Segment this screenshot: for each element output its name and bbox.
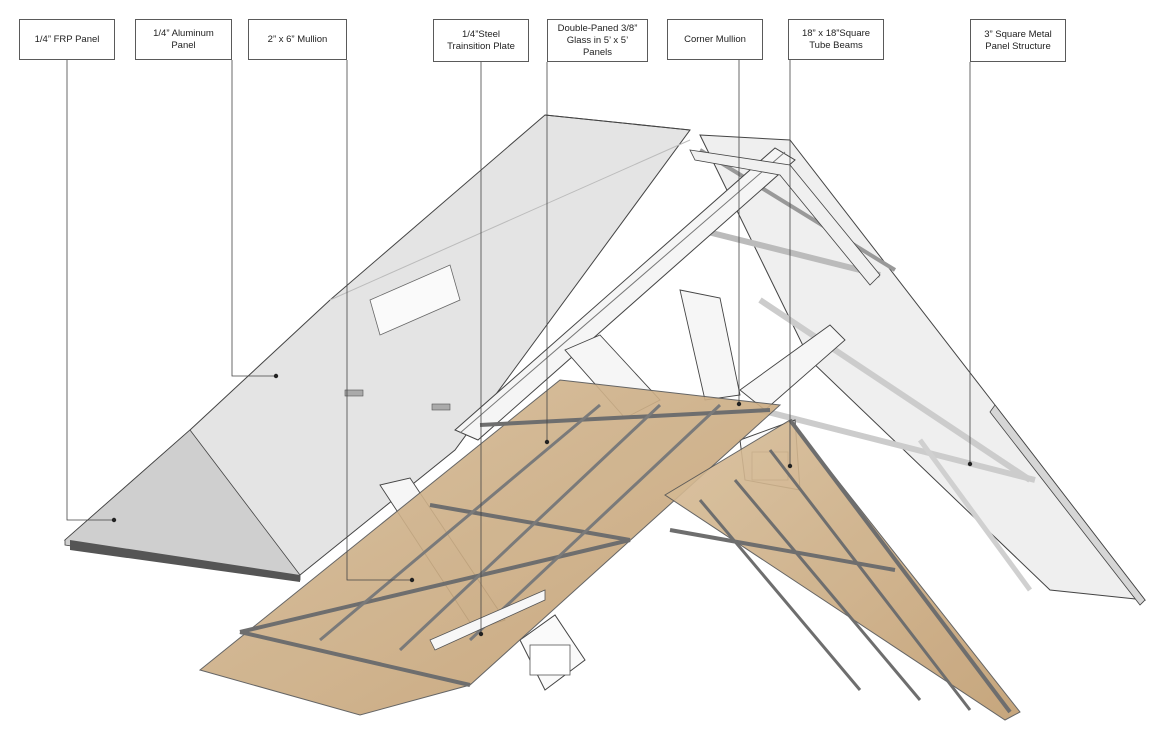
callout-aluminum-panel: 1/4” Aluminum Panel xyxy=(135,19,232,60)
callout-transition-plate-line2: Trainsition Plate xyxy=(447,40,515,52)
corner-mullion xyxy=(454,147,881,441)
callout-tube-beams-line1: 18” x 18”Square xyxy=(801,27,871,39)
callout-tube-beams-line2: Tube Beams xyxy=(809,39,863,51)
callout-glass-panels-line1: Double-Paned 3/8” xyxy=(557,22,638,34)
callout-mullion-text: 2” x 6” Mullion xyxy=(267,33,328,45)
callout-aluminum-panel-text: 1/4” Aluminum Panel xyxy=(153,27,214,51)
callout-corner-mullion: Corner Mullion xyxy=(667,19,763,60)
frp-aluminum-panels xyxy=(63,114,691,582)
callout-frp-panel-text: 1/4” FRP Panel xyxy=(34,33,100,45)
callout-metal-panel-structure: 3” Square Metal Panel Structure xyxy=(970,19,1066,62)
callout-metal-panel-structure-line2: Panel Structure xyxy=(985,40,1051,52)
callout-glass-panels-line2: Glass in 5’ x 5’ Panels xyxy=(566,34,629,58)
callout-leaders xyxy=(66,60,971,634)
callout-tube-beams: 18” x 18”Square Tube Beams xyxy=(788,19,884,60)
glass-panels-left xyxy=(198,379,782,716)
callout-corner-mullion-text: Corner Mullion xyxy=(684,33,746,45)
callout-transition-plate-line1: 1/4”Steel xyxy=(461,28,501,40)
callout-frp-panel: 1/4” FRP Panel xyxy=(19,19,115,60)
callout-mullion: 2” x 6” Mullion xyxy=(248,19,347,60)
callout-dots xyxy=(111,373,973,637)
glass-panels-right xyxy=(664,418,1021,721)
callout-transition-plate: 1/4”Steel Trainsition Plate xyxy=(433,19,529,62)
callout-glass-panels: Double-Paned 3/8” Glass in 5’ x 5’ Panel… xyxy=(547,19,648,62)
callout-metal-panel-structure-line1: 3” Square Metal xyxy=(984,28,1052,40)
